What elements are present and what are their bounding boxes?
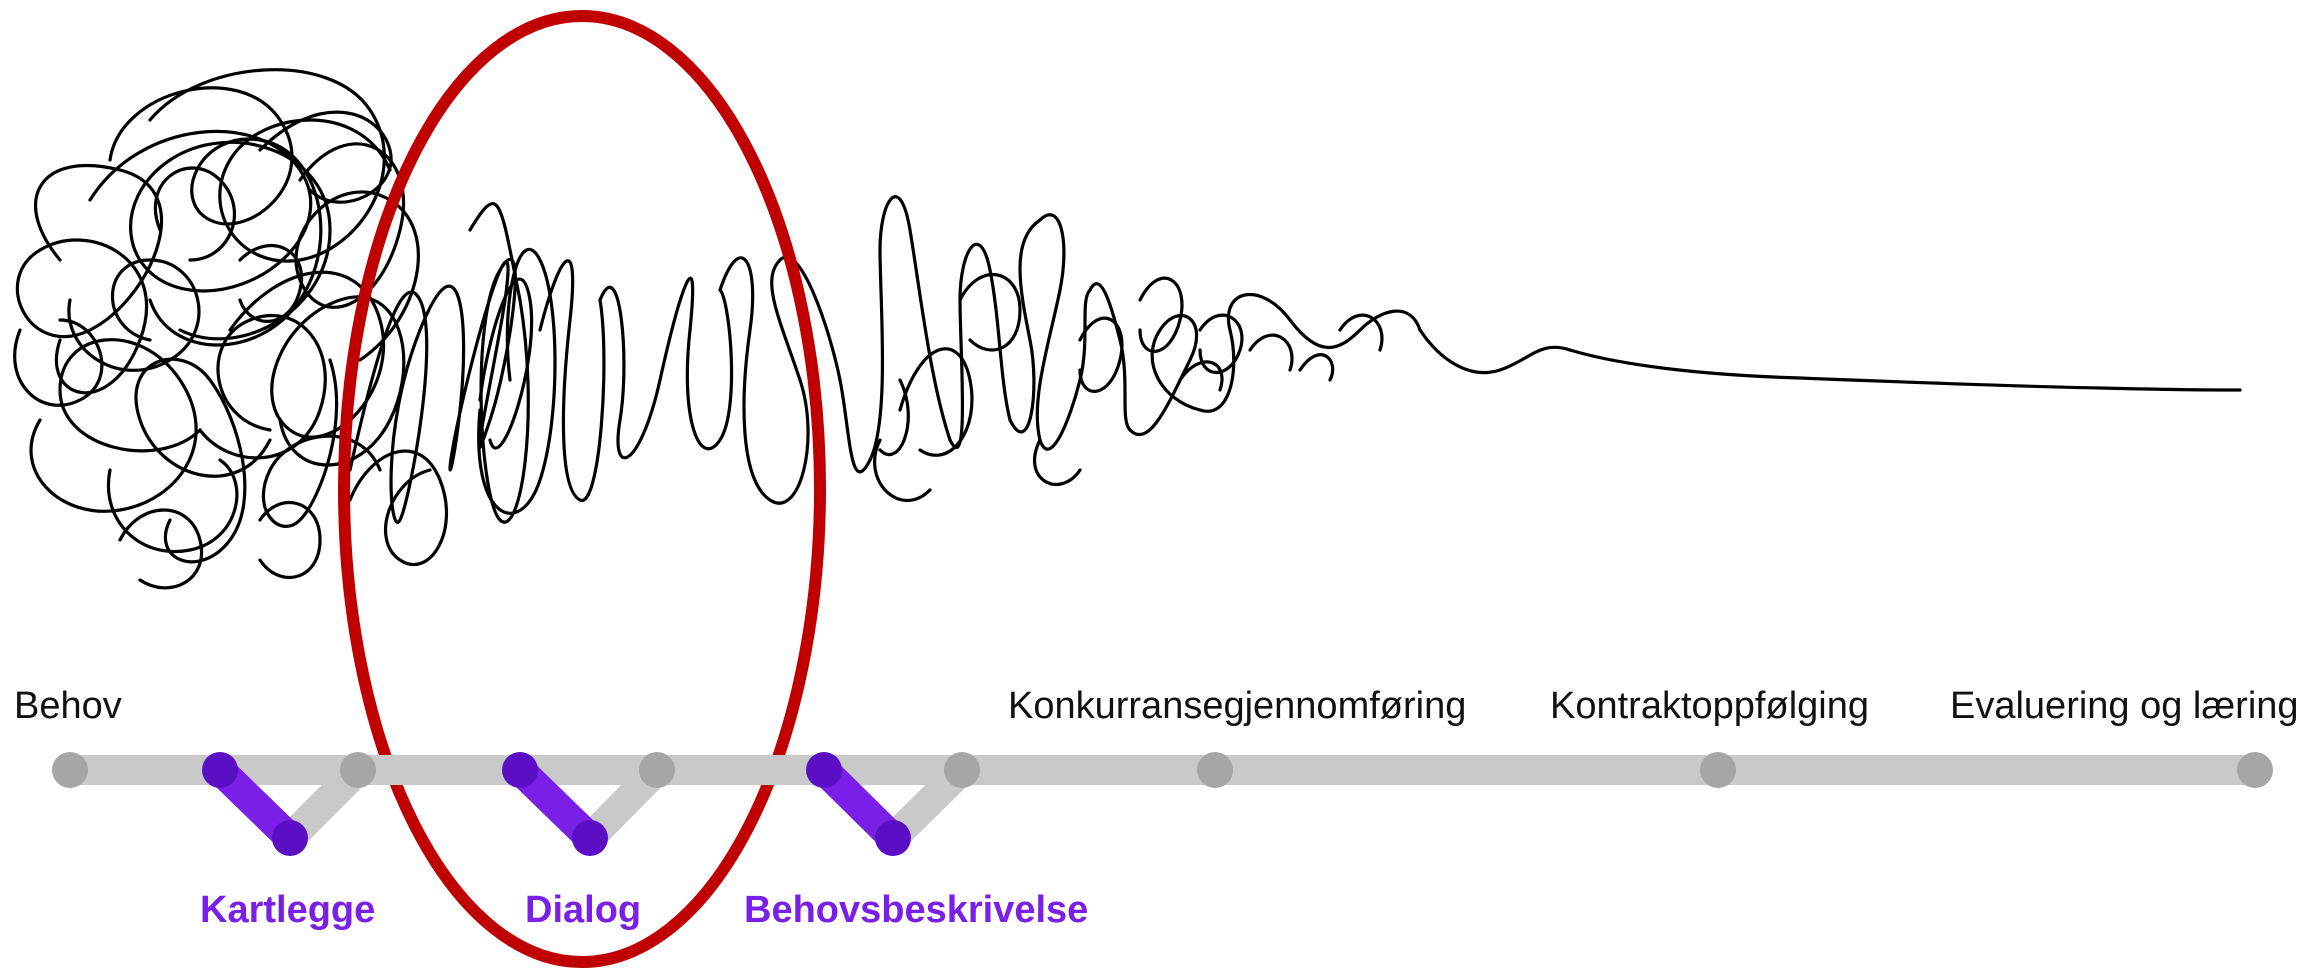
purple-step-dialog: [502, 752, 608, 856]
process-track: [52, 752, 2273, 856]
stage-label-kontraktoppfolging: Kontraktoppfølging: [1550, 685, 1869, 727]
node-kontraktoppfolging: [1700, 752, 1736, 788]
stage-label-dialog: Dialog: [525, 889, 641, 931]
purple-step-kartlegge: [202, 752, 308, 856]
stage-label-kartlegge: Kartlegge: [200, 889, 375, 931]
tangled-line-icon: [13, 68, 2242, 590]
stage-label-behov: Behov: [14, 685, 122, 727]
purple-step-behovsbeskrivelse: [806, 752, 911, 856]
red-ellipse-highlight: [338, 10, 826, 968]
node-behov: [52, 752, 88, 788]
stage-label-konkurransegjennomforing: Konkurransegjennomføring: [1008, 685, 1466, 727]
node-konkurransegjennomforing: [1197, 752, 1233, 788]
stage-label-behovsbeskrivelse: Behovsbeskrivelse: [744, 889, 1088, 931]
node: [944, 752, 980, 788]
node: [639, 752, 675, 788]
stage-label-evaluering-og-laering: Evaluering og læring: [1950, 685, 2299, 727]
node: [340, 752, 376, 788]
node-evaluering: [2237, 752, 2273, 788]
